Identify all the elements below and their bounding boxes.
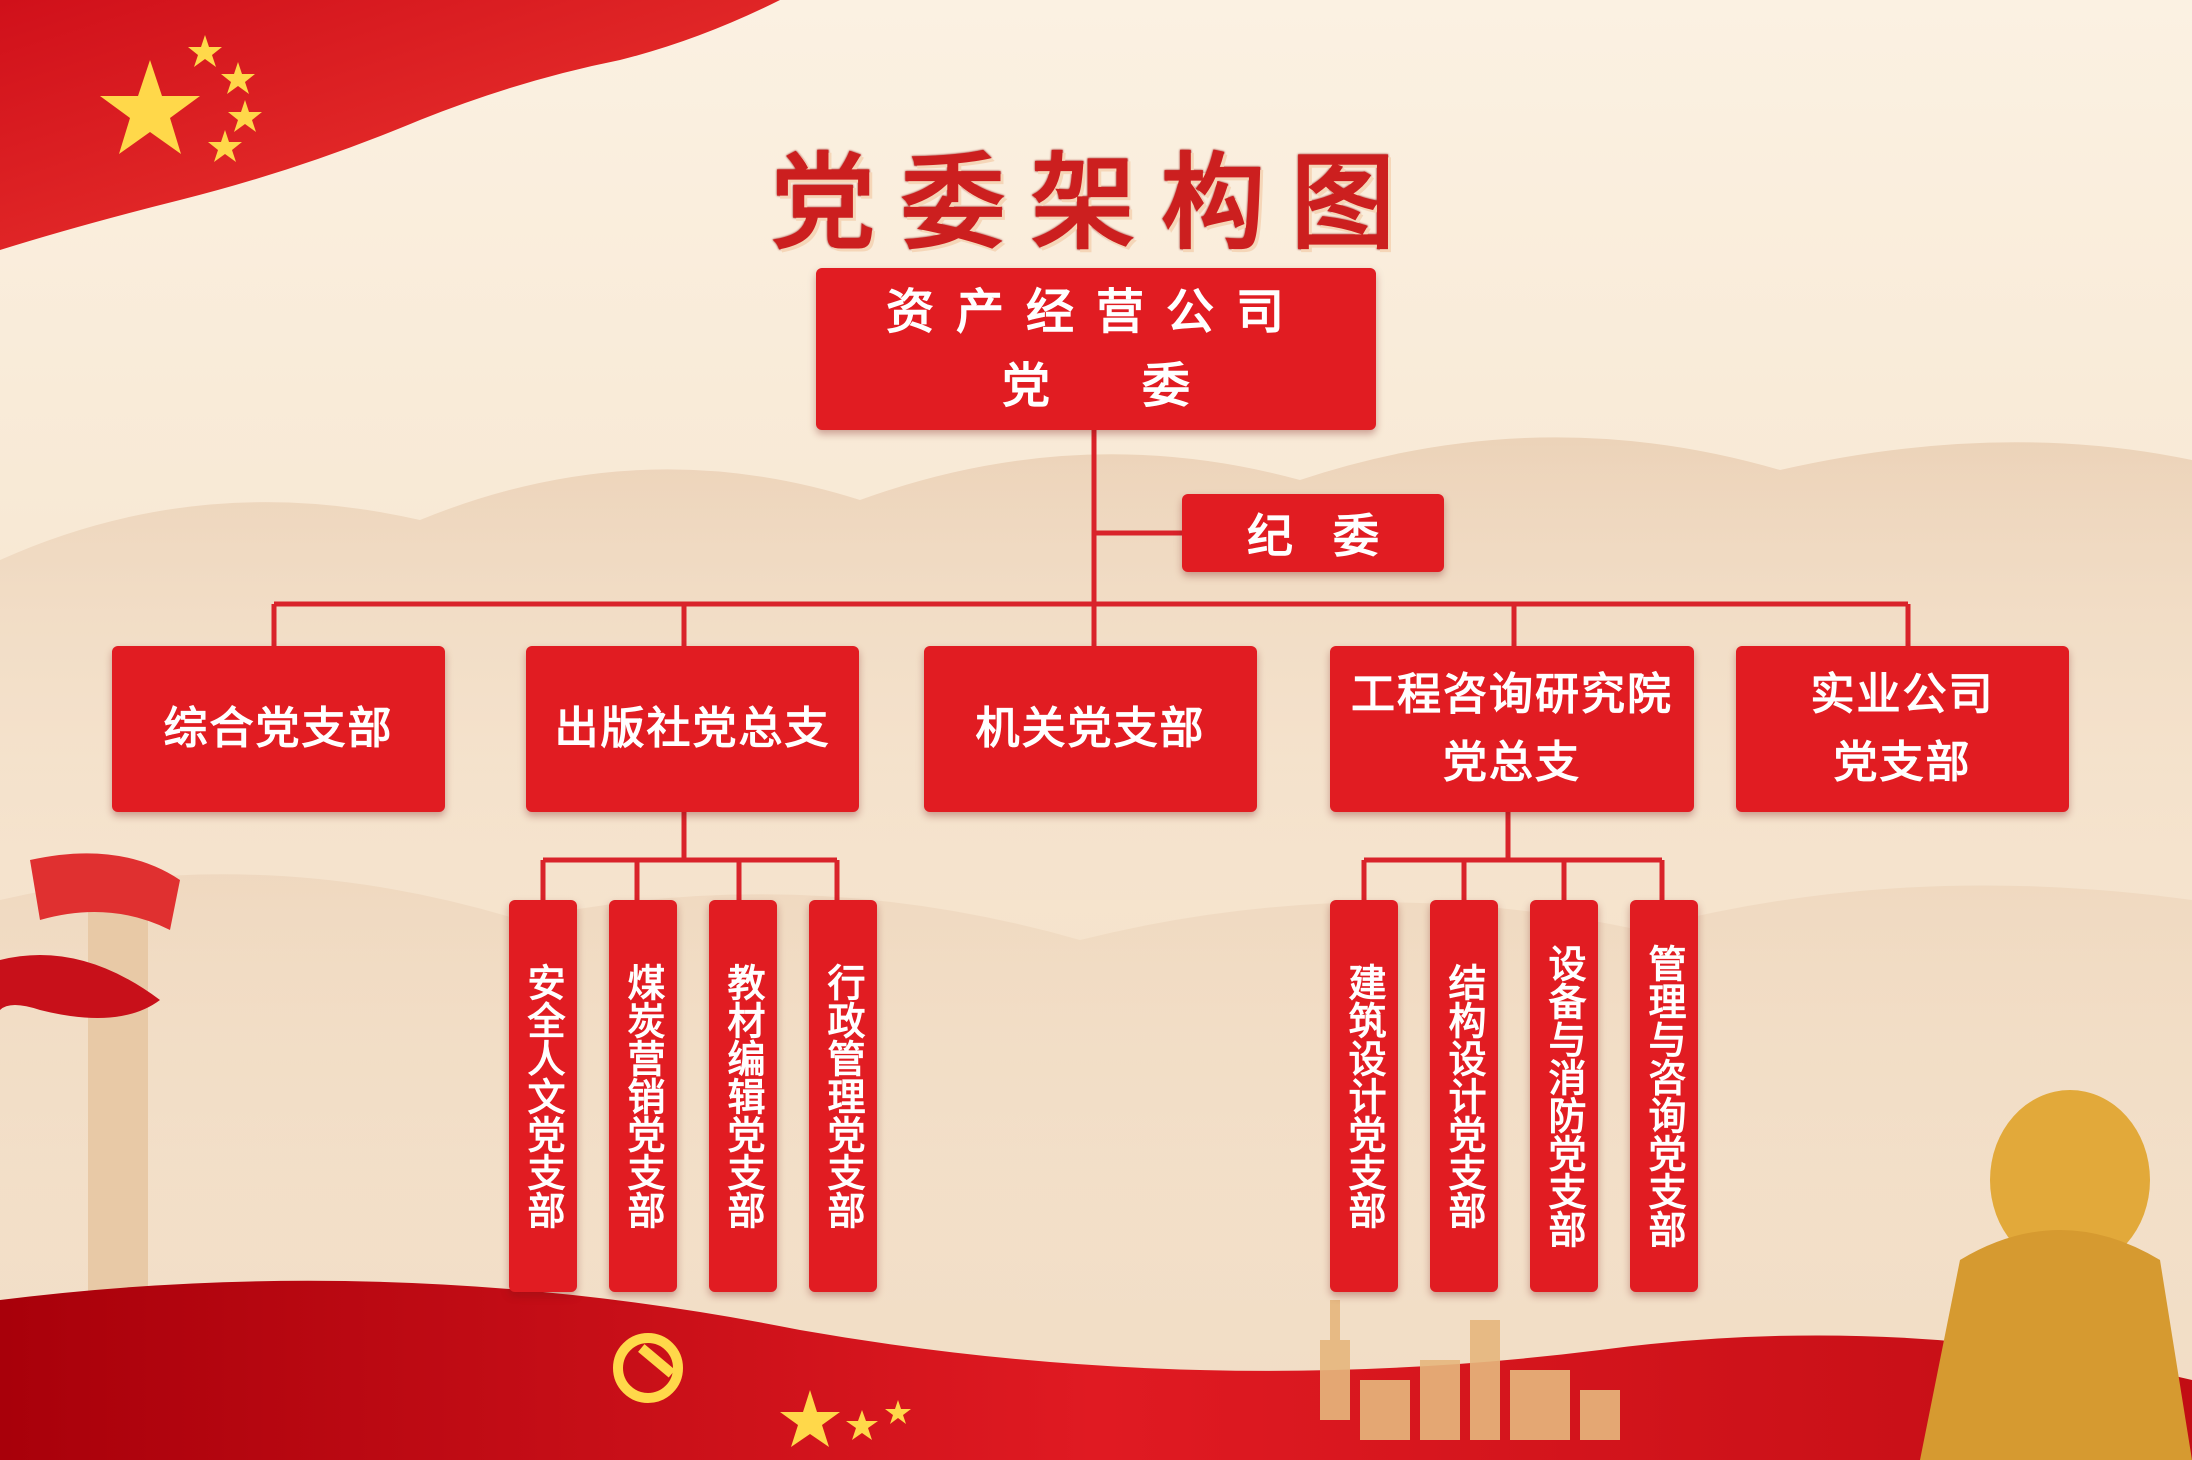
branch-industry[interactable]: 实业公司 党支部: [1736, 646, 2069, 812]
party-committee-box[interactable]: 资产经营公司 党委: [816, 268, 1376, 430]
sub-branch-architecture[interactable]: 建筑设计党支部: [1330, 900, 1398, 1292]
branch-general[interactable]: 综合党支部: [112, 646, 445, 812]
branch-label-line1: 实业公司: [1810, 669, 1995, 720]
flag-star-icon: [100, 35, 262, 162]
sub-branch-structure[interactable]: 结构设计党支部: [1430, 900, 1498, 1292]
sub-branch-textbook[interactable]: 教材编辑党支部: [709, 900, 777, 1292]
city-skyline-icon: [1320, 1300, 1620, 1440]
branch-label: 综合党支部: [163, 703, 394, 754]
branch-label: 出版社党总支: [554, 703, 831, 754]
branch-label-line2: 党支部: [1833, 737, 1972, 788]
page-title: 党委架构图: [770, 142, 1421, 264]
party-emblem-icon: [613, 1333, 683, 1403]
sub-branch-coal-marketing[interactable]: 煤炭营销党支部: [609, 900, 677, 1292]
sub-branch-consulting[interactable]: 管理与咨询党支部: [1630, 900, 1698, 1292]
discipline-committee-box[interactable]: 纪委: [1182, 494, 1444, 572]
branch-engineering[interactable]: 工程咨询研究院 党总支: [1330, 646, 1694, 812]
branch-label-line2: 党总支: [1443, 737, 1581, 788]
red-ribbon-bottom: [0, 1280, 2192, 1460]
sub-branch-equipment[interactable]: 设备与消防党支部: [1530, 900, 1598, 1292]
bottom-star-icon: [780, 1390, 911, 1447]
stone-lion-icon: [1920, 1090, 2192, 1460]
sub-branch-admin[interactable]: 行政管理党支部: [809, 900, 877, 1292]
branch-label-line1: 工程咨询研究院: [1351, 669, 1673, 720]
branch-office[interactable]: 机关党支部: [924, 646, 1257, 812]
party-committee-name: 资产经营公司: [885, 284, 1306, 340]
ceremonial-column-icon: [0, 853, 180, 1320]
sub-branch-safety[interactable]: 安全人文党支部: [509, 900, 577, 1292]
party-committee-label: 党委: [1001, 358, 1282, 414]
branch-label: 机关党支部: [975, 703, 1206, 754]
red-flag: [0, 0, 780, 250]
branch-publisher[interactable]: 出版社党总支: [526, 646, 859, 812]
